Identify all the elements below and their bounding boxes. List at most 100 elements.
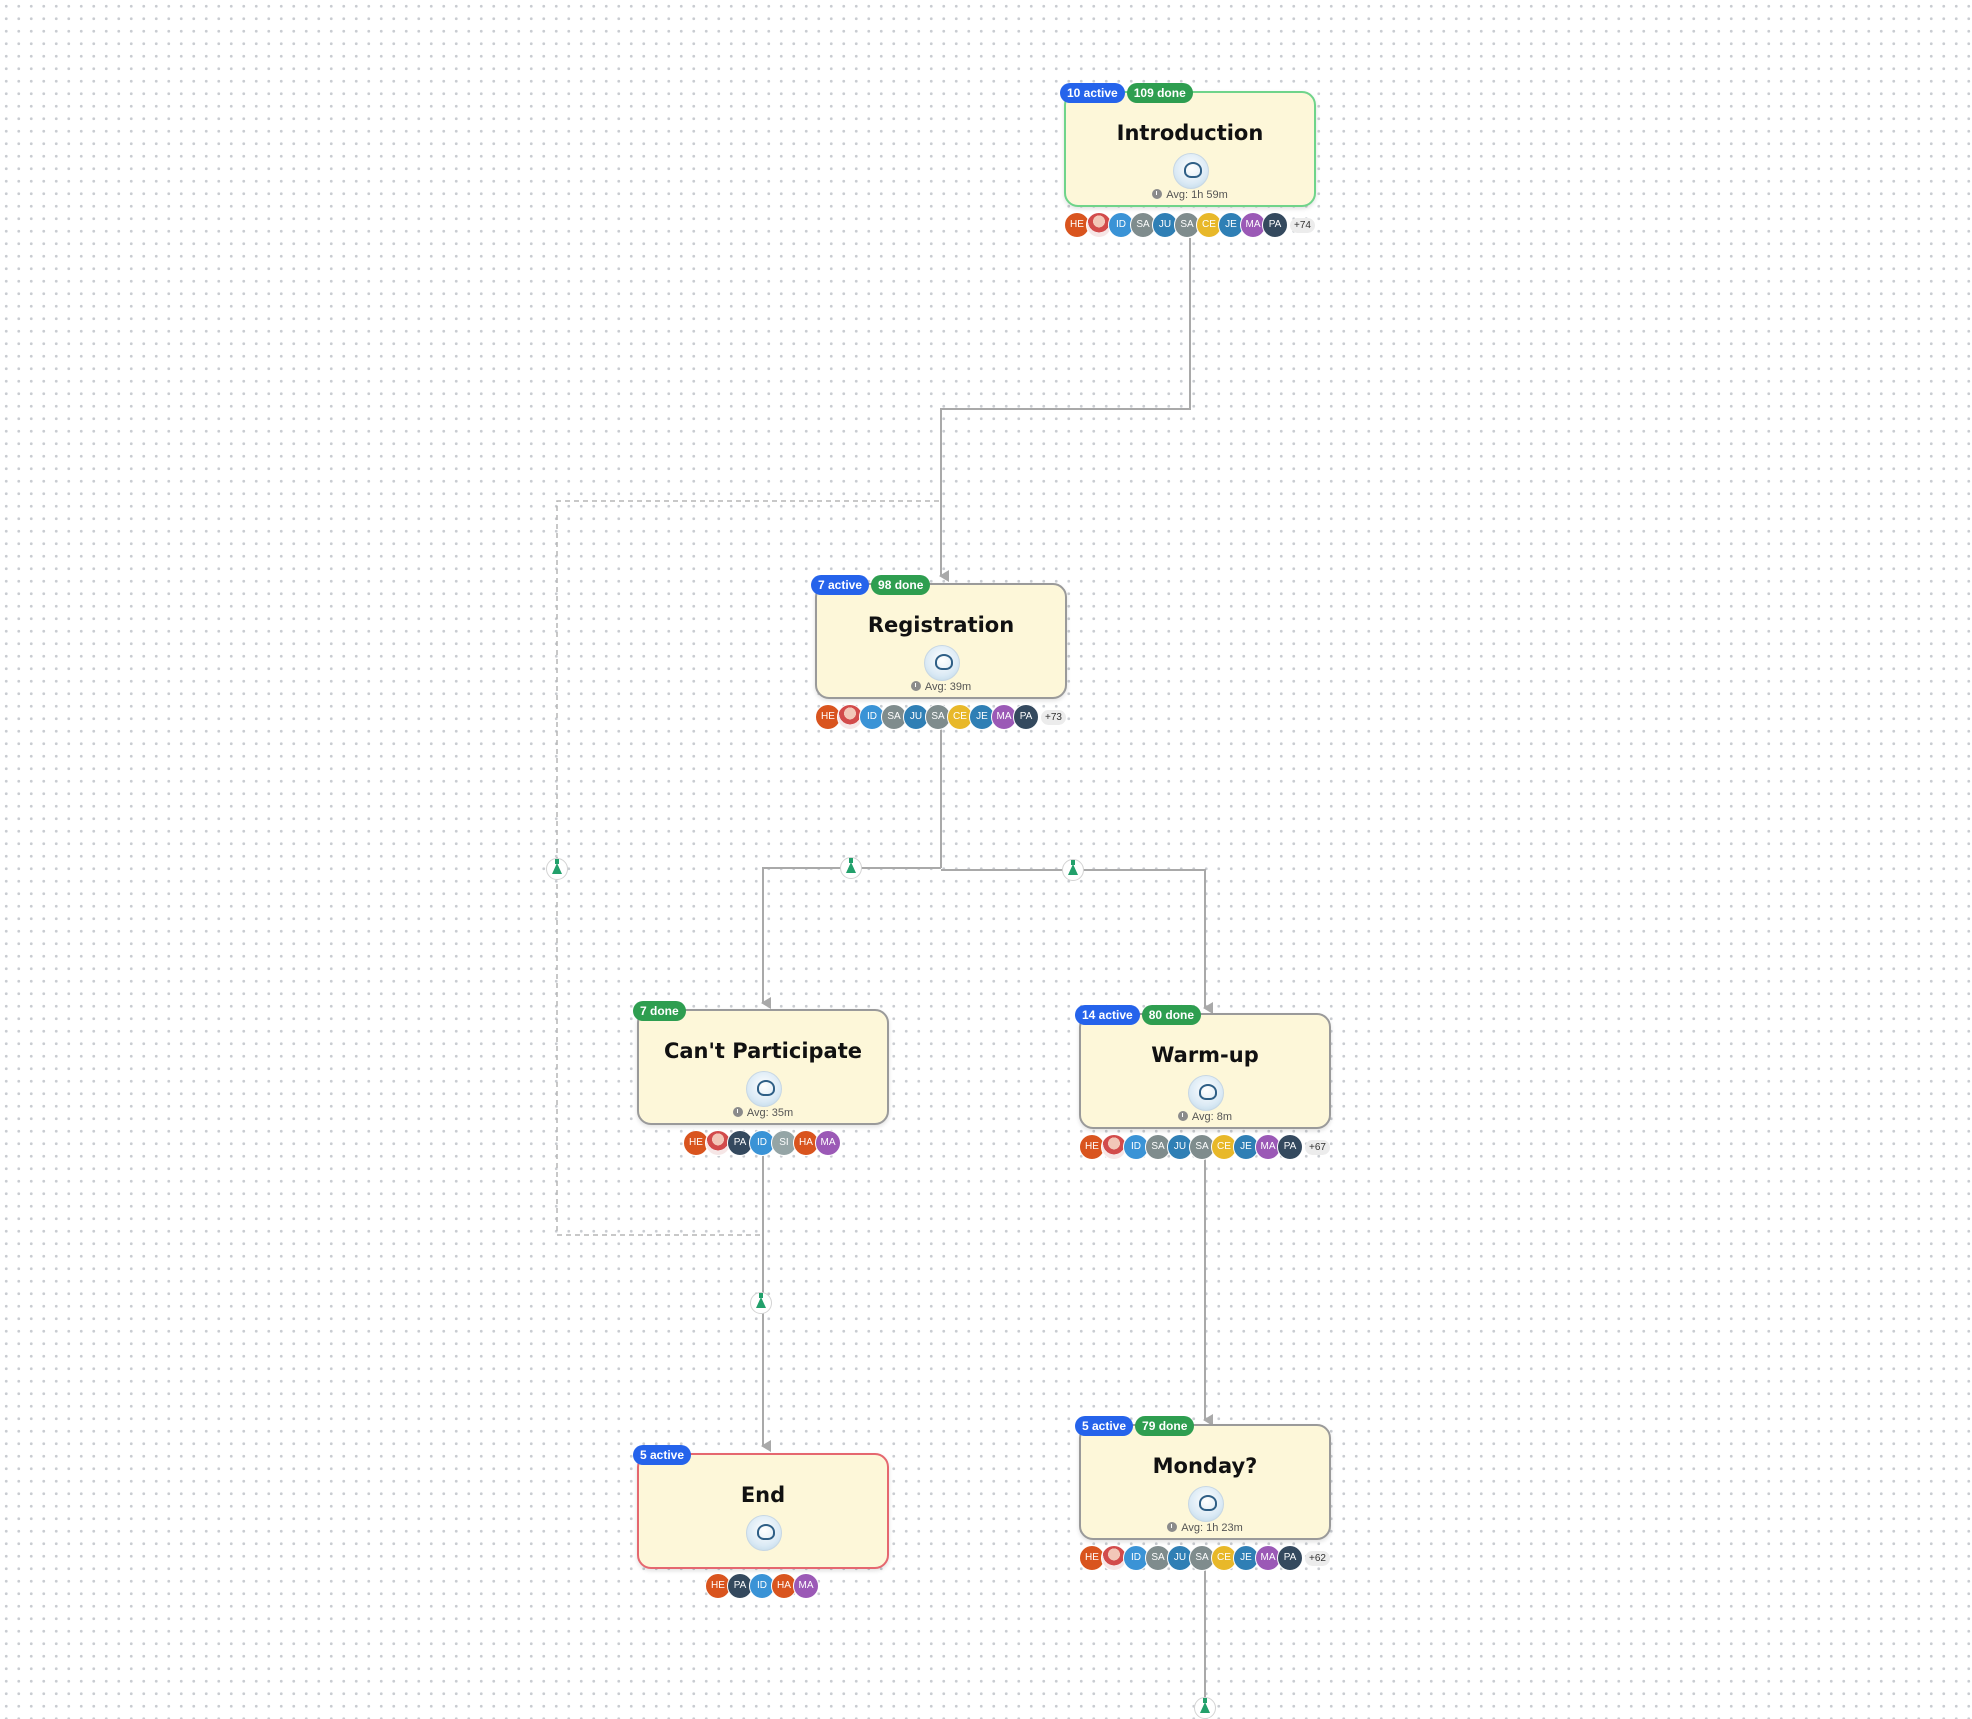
clock-icon — [1167, 1522, 1178, 1532]
more-participants-count[interactable]: +74 — [1290, 217, 1315, 233]
avatar[interactable]: MA — [991, 704, 1017, 730]
flask-icon[interactable] — [750, 1292, 772, 1314]
avatar[interactable]: SA — [1145, 1545, 1171, 1571]
flask-icon[interactable] — [546, 858, 568, 880]
average-duration: Avg: 1h 59m — [1066, 189, 1314, 201]
clock-icon — [1152, 189, 1163, 199]
average-duration: Avg: 35m — [639, 1107, 887, 1119]
node-title: End — [740, 1483, 786, 1507]
avatar[interactable]: SI — [771, 1130, 797, 1156]
avatar[interactable]: PA — [1013, 704, 1039, 730]
avatar-photo[interactable] — [1086, 212, 1112, 238]
node-cant-participate[interactable]: 7 done Can't Participate Avg: 35m — [633, 1001, 889, 1125]
active-count-badge: 5 active — [633, 1445, 692, 1465]
avatar[interactable]: MA — [793, 1573, 819, 1599]
edge-to-warmup — [941, 869, 1213, 1014]
node-end[interactable]: 5 active End — [633, 1445, 889, 1569]
active-count-badge: 5 active — [1075, 1416, 1134, 1436]
avatar-photo[interactable] — [705, 1130, 731, 1156]
avatar[interactable]: HE — [815, 704, 841, 730]
avatar[interactable]: CE — [1196, 212, 1222, 238]
organization-logo — [1188, 1075, 1224, 1111]
avatar[interactable]: JU — [1167, 1545, 1193, 1571]
avatar[interactable]: HA — [793, 1130, 819, 1156]
avatar[interactable]: MA — [815, 1130, 841, 1156]
avatar[interactable]: JU — [1152, 212, 1178, 238]
avatar[interactable]: SA — [1145, 1134, 1171, 1160]
avatar[interactable]: ID — [859, 704, 885, 730]
done-count-badge: 79 done — [1135, 1416, 1195, 1436]
avatar-photo[interactable] — [1101, 1134, 1127, 1160]
average-duration-label: Avg: 8m — [1191, 1111, 1233, 1123]
avatar[interactable]: SA — [1174, 212, 1200, 238]
avatar[interactable]: JE — [1233, 1134, 1259, 1160]
avatar[interactable]: SA — [1189, 1545, 1215, 1571]
avatar[interactable]: ID — [749, 1130, 775, 1156]
node-title: Registration — [867, 613, 1015, 637]
clock-icon — [910, 681, 921, 691]
avatar[interactable]: HE — [705, 1573, 731, 1599]
average-duration: Avg: 1h 23m — [1081, 1522, 1329, 1534]
avatar-photo[interactable] — [837, 704, 863, 730]
organization-logo — [746, 1071, 782, 1107]
done-count-badge: 80 done — [1141, 1005, 1202, 1025]
node-title: Warm-up — [1151, 1043, 1259, 1067]
active-count-badge: 10 active — [1060, 83, 1125, 103]
avatar[interactable]: JU — [903, 704, 929, 730]
organization-logo — [1173, 153, 1209, 189]
average-duration: Avg: 8m — [1081, 1111, 1329, 1123]
average-duration: Avg: 39m — [817, 681, 1065, 693]
flask-icon[interactable] — [1062, 859, 1084, 881]
active-count-badge: 14 active — [1075, 1005, 1140, 1025]
organization-logo — [1188, 1486, 1224, 1522]
done-count-badge: 7 done — [633, 1001, 686, 1021]
status-badges: 5 active — [633, 1445, 693, 1465]
organization-logo — [924, 645, 960, 681]
flask-icon[interactable] — [840, 857, 862, 879]
status-badges: 7 done — [633, 1001, 688, 1021]
average-duration-label: Avg: 35m — [746, 1107, 794, 1119]
avatar[interactable]: ID — [749, 1573, 775, 1599]
node-title: Can't Participate — [663, 1039, 863, 1063]
edge-to-cant-participate — [761, 867, 941, 1009]
average-duration-label: Avg: 1h 59m — [1166, 189, 1228, 201]
flask-icon[interactable] — [1194, 1697, 1216, 1719]
avatar[interactable]: SA — [1130, 212, 1156, 238]
organization-logo — [746, 1515, 782, 1551]
average-duration-label: Avg: 39m — [924, 681, 972, 693]
avatar[interactable]: HA — [771, 1573, 797, 1599]
avatar[interactable]: MA — [1240, 212, 1266, 238]
avatar[interactable]: CE — [1211, 1545, 1237, 1571]
done-count-badge: 109 done — [1126, 83, 1193, 103]
avatar[interactable]: PA — [727, 1130, 753, 1156]
more-participants-count[interactable]: +73 — [1041, 709, 1066, 725]
active-count-badge: 7 active — [811, 575, 870, 595]
avatar[interactable]: PA — [1277, 1134, 1303, 1160]
more-participants-count[interactable]: +67 — [1305, 1139, 1330, 1155]
node-title: Introduction — [1116, 121, 1264, 145]
avatar[interactable]: PA — [1262, 212, 1288, 238]
avatar[interactable]: ID — [1123, 1545, 1149, 1571]
clock-icon — [1177, 1111, 1188, 1121]
avatar[interactable]: PA — [1277, 1545, 1303, 1571]
avatar[interactable]: JE — [969, 704, 995, 730]
node-title: Monday? — [1152, 1454, 1258, 1478]
clock-icon — [732, 1107, 743, 1117]
more-participants-count[interactable]: +62 — [1305, 1550, 1330, 1566]
done-count-badge: 98 done — [871, 575, 931, 595]
